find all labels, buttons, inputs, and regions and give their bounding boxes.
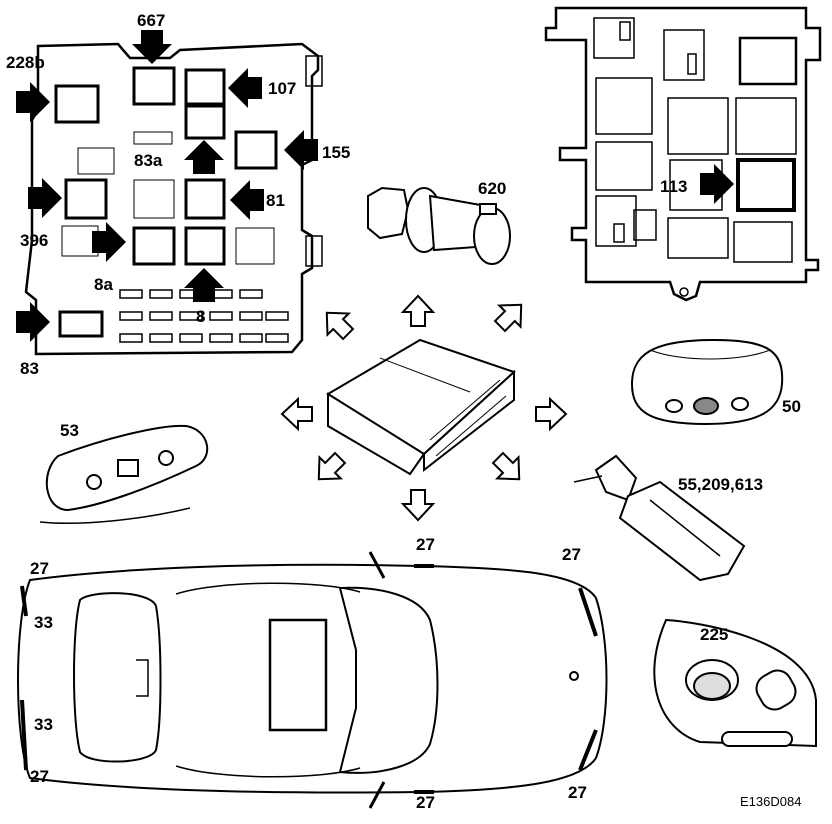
arrow-107 (228, 68, 262, 108)
figure-code: E136D084 (740, 794, 801, 809)
car-light-markers (20, 564, 598, 794)
fuse-box (24, 42, 323, 356)
arrow-down (402, 489, 434, 521)
label-27-top-right: 27 (562, 545, 581, 564)
arrow-81 (230, 180, 264, 220)
label-81: 81 (266, 191, 285, 210)
dimmer-icon (117, 459, 139, 477)
door-switch-225 (653, 618, 817, 748)
label-27-top-center: 27 (416, 535, 435, 554)
label-55-209-613: 55,209,613 (678, 475, 763, 494)
arrow-down-left (307, 446, 352, 491)
label-83a: 83a (134, 151, 163, 170)
dome-light-50 (630, 338, 784, 426)
label-396: 396 (20, 231, 48, 250)
relay-box-components (593, 17, 798, 263)
fuse-box-pointer-arrows (16, 30, 318, 342)
socket-55-209-613 (573, 454, 746, 582)
switch-panel-53 (39, 424, 209, 524)
arrow-right (535, 398, 567, 430)
arrow-down-right (486, 446, 531, 491)
arrow-113 (700, 164, 734, 204)
knob-icon (158, 450, 174, 466)
arrow-up-right (488, 293, 533, 338)
label-155: 155 (322, 143, 350, 162)
fuse-box-relays (54, 66, 278, 338)
car-top-view (17, 551, 608, 809)
label-8: 8 (196, 307, 205, 326)
arrow-83 (16, 302, 50, 342)
arrow-up-left (315, 301, 360, 346)
arrow-left (281, 398, 313, 430)
label-107: 107 (268, 79, 296, 98)
label-53: 53 (60, 421, 79, 440)
arrow-228b (16, 82, 50, 122)
fuse-box-fuses (119, 289, 289, 343)
label-113: 113 (660, 177, 687, 196)
arrow-8 (184, 268, 224, 302)
label-27-top-left: 27 (30, 559, 49, 578)
label-27-bottom-center: 27 (416, 793, 435, 812)
label-228b: 228b (6, 53, 45, 72)
control-module (326, 338, 516, 476)
label-667: 667 (137, 11, 165, 30)
label-33-lower: 33 (34, 715, 53, 734)
arrow-83a (184, 140, 224, 174)
relay-113 (736, 158, 796, 212)
label-83: 83 (20, 359, 39, 378)
label-225: 225 (700, 625, 728, 644)
label-8a: 8a (94, 275, 113, 294)
light-icon (86, 474, 102, 490)
label-27-bottom-left: 27 (30, 767, 49, 786)
label-50: 50 (782, 397, 801, 416)
label-620: 620 (478, 179, 506, 198)
label-33-upper: 33 (34, 613, 53, 632)
relay-box (544, 6, 822, 302)
label-27-bottom-right: 27 (568, 783, 587, 802)
connector-620 (367, 186, 511, 265)
arrow-up (402, 295, 434, 327)
